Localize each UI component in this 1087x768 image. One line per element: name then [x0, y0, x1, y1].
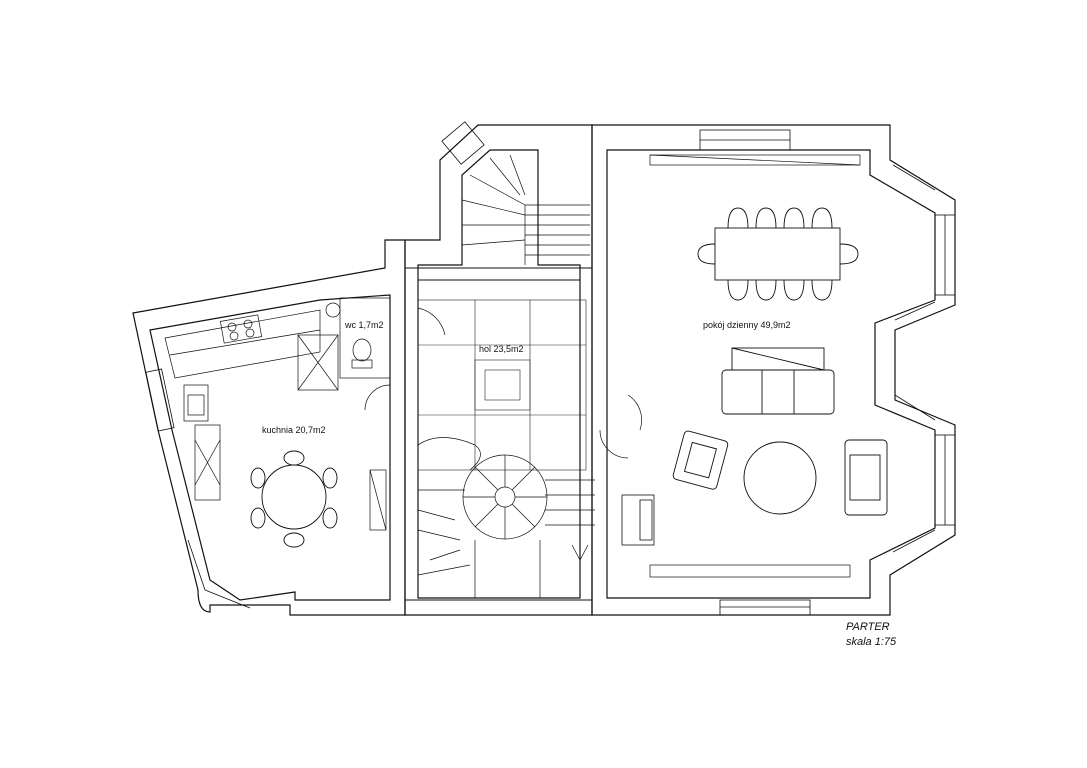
wall-fills [405, 125, 608, 615]
fireplace [621, 494, 655, 546]
kitchen-table [250, 450, 338, 548]
floor-title: PARTER [846, 621, 890, 633]
kuchnia-label: kuchnia 20,7m2 [262, 425, 326, 435]
wc-label: wc 1,7m2 [344, 320, 384, 330]
doors [364, 307, 642, 561]
kitchen-fittings [164, 309, 387, 531]
hall-floor-grid [417, 299, 587, 471]
armchair-right [844, 439, 888, 516]
dining-table [697, 207, 859, 301]
stairs-lower [417, 437, 595, 598]
scale-label: skala 1:75 [846, 636, 897, 648]
sofa [721, 347, 835, 415]
wc-fittings [325, 297, 391, 379]
hol-label: hol 23,5m2 [479, 344, 524, 354]
radiators [649, 154, 861, 578]
coffee-table [743, 441, 817, 515]
outer-walls [132, 124, 956, 616]
stairs-upper [461, 150, 590, 265]
pokoj-label: pokój dzienny 49,9m2 [703, 320, 791, 330]
armchair-left [672, 430, 729, 490]
windows [145, 121, 956, 616]
